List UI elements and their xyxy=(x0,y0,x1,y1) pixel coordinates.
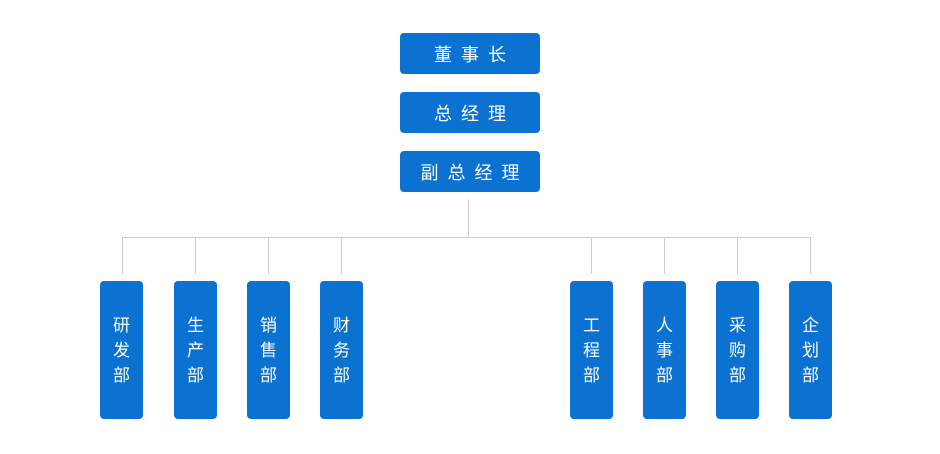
connector-horizontal-bar xyxy=(122,237,811,238)
connector-stem xyxy=(468,199,469,237)
org-node-dept-planning-label: 企划部 xyxy=(802,315,819,385)
org-node-dept-engineering: 工程部 xyxy=(570,281,613,419)
org-node-dept-sales: 销售部 xyxy=(247,281,290,419)
connector-drop-finance xyxy=(341,237,342,274)
org-node-deputy-general-manager: 副总经理 xyxy=(400,151,540,192)
connector-drop-planning xyxy=(810,237,811,274)
org-node-dept-rnd-label: 研发部 xyxy=(113,315,130,385)
connector-drop-production xyxy=(195,237,196,274)
org-node-chairman-label: 董事长 xyxy=(434,44,515,65)
org-node-dept-production-label: 生产部 xyxy=(187,315,204,385)
org-node-dept-hr-label: 人事部 xyxy=(656,315,673,385)
org-node-dept-procurement-label: 采购部 xyxy=(729,315,746,385)
org-node-dept-finance: 财务部 xyxy=(320,281,363,419)
connector-drop-sales xyxy=(268,237,269,274)
connector-drop-hr xyxy=(664,237,665,274)
org-node-dept-procurement: 采购部 xyxy=(716,281,759,419)
connector-drop-procurement xyxy=(737,237,738,274)
org-node-dept-hr: 人事部 xyxy=(643,281,686,419)
org-node-deputy-general-manager-label: 副总经理 xyxy=(420,162,529,183)
org-node-general-manager: 总经理 xyxy=(400,92,540,133)
org-node-dept-engineering-label: 工程部 xyxy=(583,315,600,385)
org-node-general-manager-label: 总经理 xyxy=(434,103,515,124)
connector-drop-rnd xyxy=(122,237,123,274)
connector-drop-engineering xyxy=(591,237,592,274)
org-node-dept-production: 生产部 xyxy=(174,281,217,419)
org-node-chairman: 董事长 xyxy=(400,33,540,74)
org-node-dept-sales-label: 销售部 xyxy=(260,315,277,385)
org-node-dept-rnd: 研发部 xyxy=(100,281,143,419)
org-node-dept-finance-label: 财务部 xyxy=(333,315,350,385)
org-node-dept-planning: 企划部 xyxy=(789,281,832,419)
